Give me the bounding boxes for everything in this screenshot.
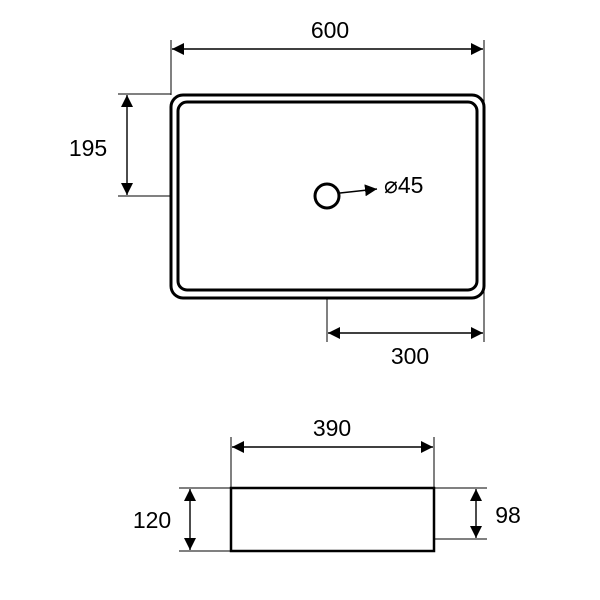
drain-hole: [313, 182, 341, 210]
top-view: ⌀45 600 195 300: [69, 17, 486, 369]
depth-dimension-label: 195: [69, 135, 107, 161]
drain-leader-arrow: [339, 184, 378, 197]
inner-height-dimension-label: 98: [495, 502, 521, 528]
height-dimension-label: 120: [133, 507, 171, 533]
basin-inner-bowl: [176, 100, 479, 292]
width-dimension-label: 600: [311, 17, 349, 43]
basin-outer-rim: [169, 93, 486, 300]
offset-dimension-label: 300: [391, 343, 429, 369]
side-width-dimension-label: 390: [313, 415, 351, 441]
side-view: 390 120 98: [133, 415, 521, 553]
basin-side-profile: [229, 486, 436, 553]
drain-diameter-label: ⌀45: [384, 172, 423, 198]
